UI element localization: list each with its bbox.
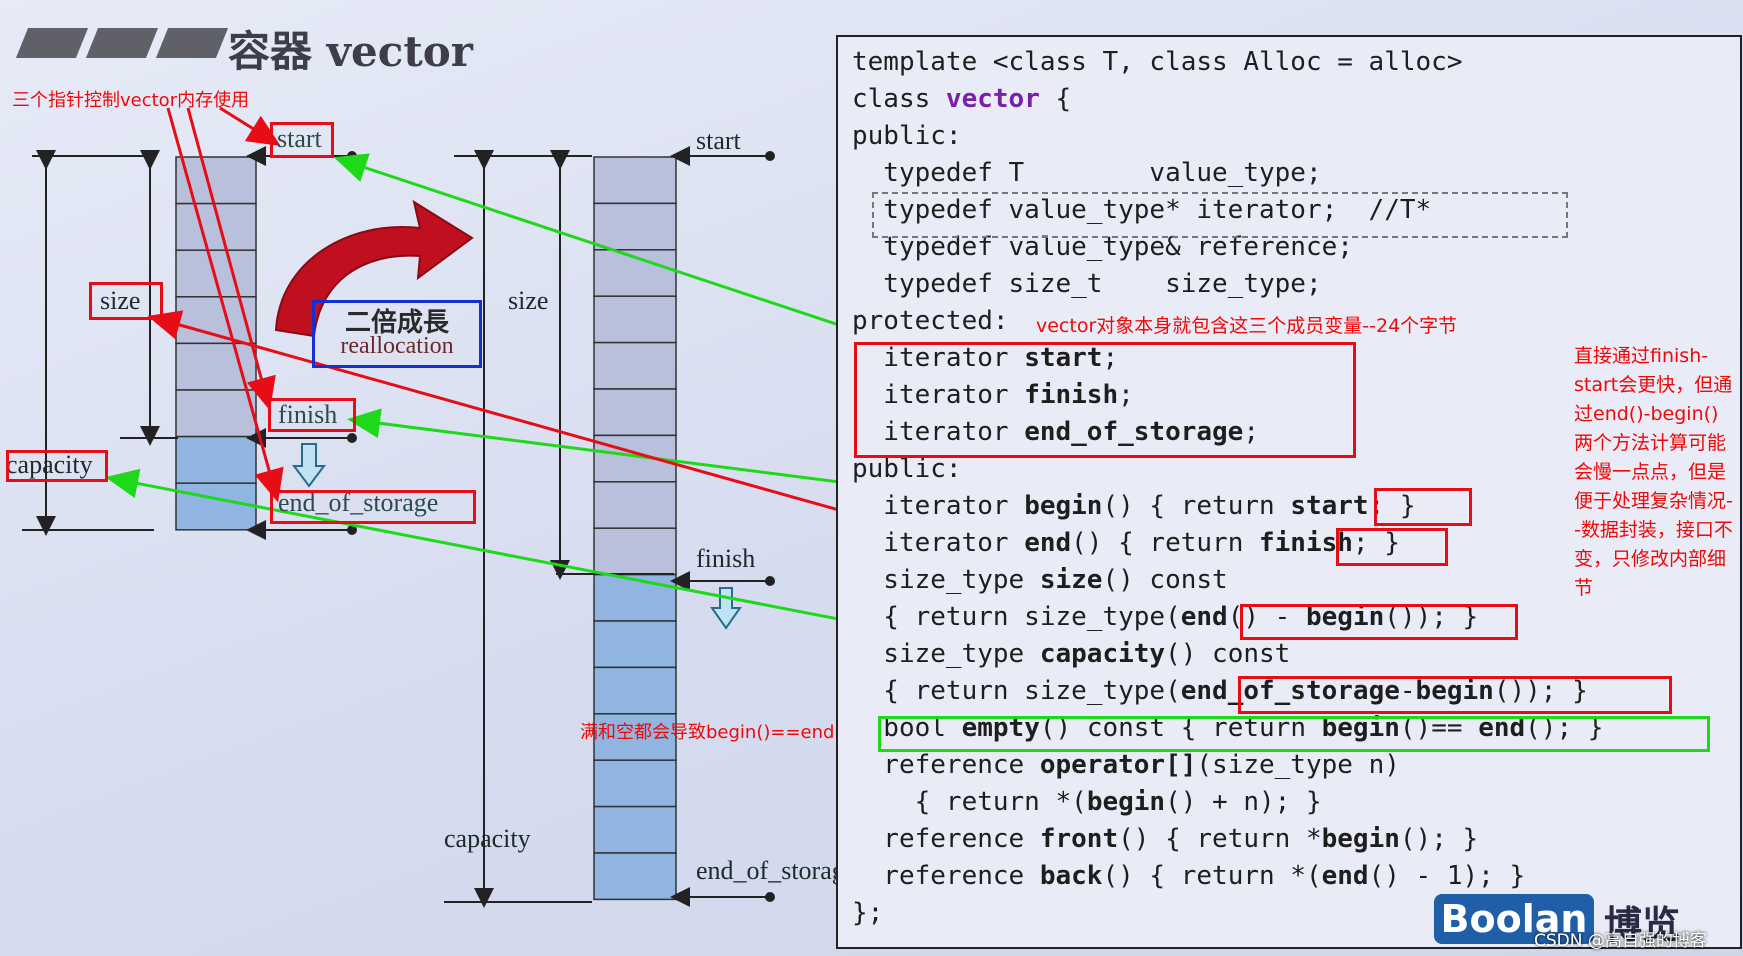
code-line: reference operator[](size_type n) xyxy=(852,750,1400,780)
right-start-label: start xyxy=(696,126,741,155)
left-capacity-label: capacity xyxy=(6,450,93,479)
slide-title: 容器 vector xyxy=(228,27,473,76)
size-expr-box xyxy=(1240,604,1518,640)
memory-cell xyxy=(175,435,257,484)
members-note: vector对象本身就包含这三个成员变量--24个字节 xyxy=(1036,315,1458,337)
memory-cell xyxy=(593,527,677,576)
code-line: size_type size() const xyxy=(852,565,1228,595)
finish-highlight-box xyxy=(268,398,356,432)
right-finish-label: finish xyxy=(696,544,756,573)
memory-cell xyxy=(593,805,677,854)
memory-cell xyxy=(175,249,257,298)
memory-cell xyxy=(175,482,257,531)
memory-cell xyxy=(593,341,677,390)
start-highlight-box xyxy=(270,122,334,158)
empty-highlight-box xyxy=(878,716,1710,752)
memory-cell xyxy=(593,388,677,437)
code-line: iterator end_of_storage; xyxy=(852,417,1259,447)
code-panel xyxy=(836,35,1742,949)
end-of-storage-highlight-box xyxy=(270,490,476,524)
code-line: { return size_type(end_of_storage-begin(… xyxy=(852,676,1588,706)
code-line: public: xyxy=(852,454,962,484)
right-size-label: size xyxy=(508,286,549,315)
code-line: iterator end() { return finish; } xyxy=(852,528,1400,558)
memory-cell xyxy=(593,295,677,344)
code-line: reference front() { return *begin(); } xyxy=(852,824,1479,854)
code-line: { return *(begin() + n); } xyxy=(852,787,1322,817)
right-capacity-label: capacity xyxy=(444,824,531,853)
right-end-of-storage-label: end_of_storage xyxy=(696,856,857,885)
memory-cell xyxy=(593,573,677,622)
code-line: template <class T, class Alloc = alloc> xyxy=(852,47,1463,77)
left-size-label: size xyxy=(100,286,141,315)
left-finish-label: finish xyxy=(278,400,338,429)
code-line: public: xyxy=(852,121,962,151)
code-line: size_type capacity() const xyxy=(852,639,1291,669)
code-line: reference back() { return *(end() - 1); … xyxy=(852,861,1526,891)
code-line: iterator finish; xyxy=(852,380,1134,410)
memory-cell xyxy=(593,852,677,901)
credit-watermark: CSDN @高自强的博客 xyxy=(1534,931,1707,951)
code-line: iterator start; xyxy=(852,343,1119,373)
boolan-logo-cn: 博览 xyxy=(1604,903,1681,947)
code-line: typedef value_type* iterator; //T* xyxy=(852,195,1432,225)
right-note: 直接通过finish-start会更快，但通过end()-begin()两个方法… xyxy=(1574,345,1733,599)
iterator-typedef-box xyxy=(872,192,1568,238)
memory-cell xyxy=(593,156,677,205)
code-line: class vector { xyxy=(852,84,1072,114)
size-highlight-box xyxy=(89,282,163,320)
three-pointers-note: 三个指针控制vector内存使用 xyxy=(12,90,250,111)
start-code-box xyxy=(1374,488,1472,526)
memory-cell xyxy=(593,481,677,529)
memory-cell xyxy=(593,666,677,715)
empty-note: 满和空都会导致begin()==end() xyxy=(580,722,849,743)
finish-code-box xyxy=(1336,528,1448,566)
reallocation-subtitle: reallocation xyxy=(340,333,454,359)
code-line: typedef T value_type; xyxy=(852,158,1322,188)
reallocation-box xyxy=(312,300,482,368)
capacity-expr-box xyxy=(1238,676,1672,714)
memory-cell xyxy=(593,202,677,251)
capacity-highlight-box xyxy=(6,450,108,482)
boolan-logo: Boolan xyxy=(1434,894,1594,944)
code-line: { return size_type(end() - begin()); } xyxy=(852,602,1479,632)
left-start-label: start xyxy=(277,124,322,153)
members-highlight-box xyxy=(854,342,1356,458)
code-line: iterator begin() { return start; } xyxy=(852,491,1416,521)
reallocation-label: 二倍成長 reallocation xyxy=(314,302,480,366)
memory-cell xyxy=(593,759,677,808)
code-line: typedef size_t size_type; xyxy=(852,269,1322,299)
memory-cell xyxy=(593,620,677,669)
code-line: }; xyxy=(852,898,884,928)
memory-cell xyxy=(175,389,257,438)
memory-cell xyxy=(593,713,677,761)
code-line: protected: xyxy=(852,306,1009,336)
reallocation-title: 二倍成長 xyxy=(344,308,449,338)
